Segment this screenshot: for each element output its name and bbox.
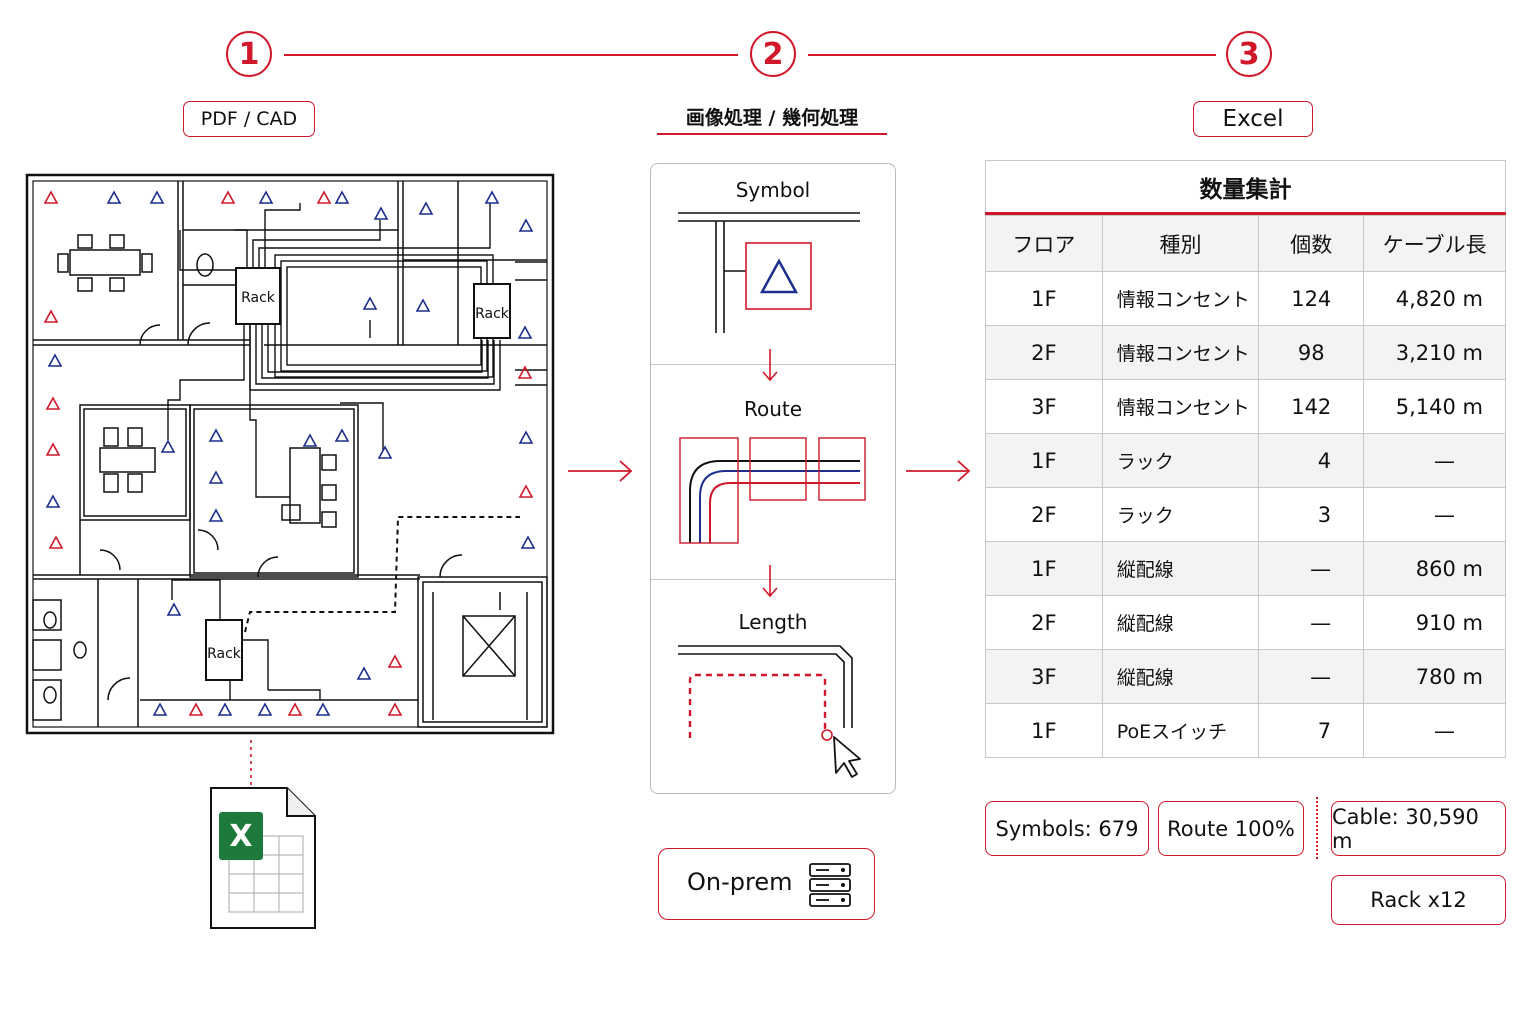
stage-symbol-label: Symbol (735, 178, 811, 202)
table-row: 1F PoEスイッチ 7 — (985, 703, 1506, 758)
cell-floor: 3F (985, 379, 1103, 434)
step-2-underline (657, 133, 887, 135)
cell-floor: 1F (985, 433, 1103, 488)
stat-symbols: Symbols: 679 (985, 801, 1149, 856)
cell-type: 情報コンセント (1101, 325, 1260, 380)
table-row: 2F ラック 3 — (985, 487, 1506, 542)
step-1-label: PDF / CAD (183, 101, 315, 137)
cell-cable-length: 3,210 m (1363, 325, 1506, 380)
cell-cable-length: 5,140 m (1363, 379, 1506, 434)
cell-type: 縦配線 (1101, 595, 1260, 650)
cell-cable-length: 860 m (1363, 541, 1506, 596)
cell-floor: 2F (985, 325, 1103, 380)
cell-count: — (1258, 649, 1365, 704)
cell-type: 情報コンセント (1101, 379, 1260, 434)
process-illustrations (678, 212, 866, 778)
cell-count: 7 (1258, 703, 1365, 758)
step-3-badge: 3 (1226, 31, 1272, 77)
cell-floor: 1F (985, 271, 1103, 326)
cell-cable-length: 910 m (1363, 595, 1506, 650)
cell-cable-length: — (1363, 487, 1506, 542)
cell-floor: 1F (985, 703, 1103, 758)
stat-cable: Cable: 30,590 m (1331, 801, 1506, 856)
step-3-label: Excel (1193, 101, 1313, 137)
cell-cable-length: — (1363, 703, 1506, 758)
cell-floor: 2F (985, 595, 1103, 650)
table-row: 3F 縦配線 — 780 m (985, 649, 1506, 704)
table-row: 1F 情報コンセント 124 4,820 m (985, 271, 1506, 326)
col-header-count: 個数 (1258, 215, 1365, 272)
cell-count: 98 (1258, 325, 1365, 380)
table-header-row: フロア 種別 個数 ケーブル長 (985, 215, 1506, 272)
stat-route: Route 100% (1158, 801, 1304, 856)
table-row: 1F 縦配線 — 860 m (985, 541, 1506, 596)
col-header-floor: フロア (985, 215, 1103, 272)
table-title-cell: 数量集計 (985, 160, 1506, 214)
table-row: 2F 情報コンセント 98 3,210 m (985, 325, 1506, 380)
rack-label-3: Rack (207, 646, 242, 662)
cell-count: 4 (1258, 433, 1365, 488)
table-title-underline (985, 212, 1506, 215)
stat-divider (1316, 797, 1318, 859)
cell-type: 縦配線 (1101, 541, 1260, 596)
quantity-table: フロア 種別 個数 ケーブル長 1F 情報コンセント 124 4,820 m 2… (985, 215, 1506, 758)
stage-route-label: Route (743, 397, 803, 421)
stat-rack: Rack x12 (1331, 875, 1506, 925)
excel-file-icon: X (210, 787, 316, 929)
step-1-badge: 1 (226, 31, 272, 77)
table-row: 2F 縦配線 — 910 m (985, 595, 1506, 650)
step-2-label: 画像処理 / 幾何処理 (685, 107, 859, 129)
cell-floor: 3F (985, 649, 1103, 704)
cell-count: 3 (1258, 487, 1365, 542)
cell-count: — (1258, 595, 1365, 650)
rack-label-2: Rack (475, 306, 510, 322)
rack-label-1: Rack (241, 290, 276, 306)
cell-cable-length: — (1363, 433, 1506, 488)
cell-type: 情報コンセント (1101, 271, 1260, 326)
onprem-box: On-prem (658, 848, 875, 920)
cell-count: — (1258, 541, 1365, 596)
cell-type: ラック (1101, 433, 1260, 488)
cell-cable-length: 780 m (1363, 649, 1506, 704)
cell-count: 124 (1258, 271, 1365, 326)
cell-type: ラック (1101, 487, 1260, 542)
cell-count: 142 (1258, 379, 1365, 434)
table-title: 数量集計 (1199, 177, 1292, 203)
cell-cable-length: 4,820 m (1363, 271, 1506, 326)
server-icon (809, 863, 851, 907)
col-header-type: 種別 (1101, 215, 1260, 272)
step-connector-1-2 (284, 54, 738, 56)
step-connector-2-3 (808, 54, 1216, 56)
table-row: 3F 情報コンセント 142 5,140 m (985, 379, 1506, 434)
onprem-label: On-prem (687, 868, 793, 896)
cell-floor: 2F (985, 487, 1103, 542)
col-header-cable-length: ケーブル長 (1363, 215, 1506, 272)
excel-icon-letter: X (229, 819, 252, 854)
cell-floor: 1F (985, 541, 1103, 596)
stage-length-label: Length (738, 610, 808, 634)
table-row: 1F ラック 4 — (985, 433, 1506, 488)
cell-type: PoEスイッチ (1101, 703, 1260, 758)
cell-type: 縦配線 (1101, 649, 1260, 704)
step-2-badge: 2 (750, 31, 796, 77)
